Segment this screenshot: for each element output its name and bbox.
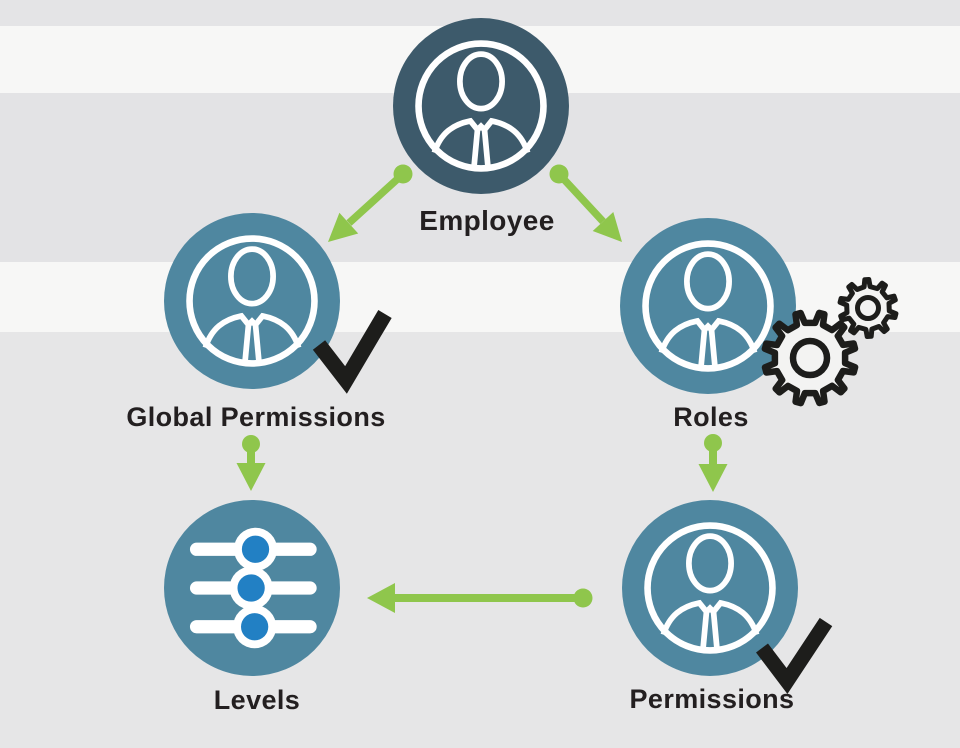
node-label-levels: Levels	[213, 685, 301, 715]
arrow-permissions-to-levels	[367, 583, 593, 613]
node-label-permissions: Permissions	[629, 684, 795, 714]
node-label-global-permissions: Global Permissions	[126, 402, 386, 432]
sliders-icon	[164, 500, 340, 676]
node-levels	[164, 500, 340, 676]
person-icon	[164, 213, 340, 389]
person-icon	[622, 500, 798, 676]
person-icon	[393, 18, 569, 194]
arrow-global-permissions-to-levels	[236, 435, 266, 491]
node-global-permissions	[164, 213, 340, 389]
node-label-roles: Roles	[673, 402, 749, 432]
node-roles	[620, 218, 796, 394]
node-permissions	[622, 500, 798, 676]
background-band-light-2	[0, 262, 960, 332]
arrow-roles-to-permissions	[698, 434, 728, 492]
node-employee	[393, 18, 569, 194]
node-label-employee: Employee	[419, 205, 555, 236]
person-icon	[620, 218, 796, 394]
